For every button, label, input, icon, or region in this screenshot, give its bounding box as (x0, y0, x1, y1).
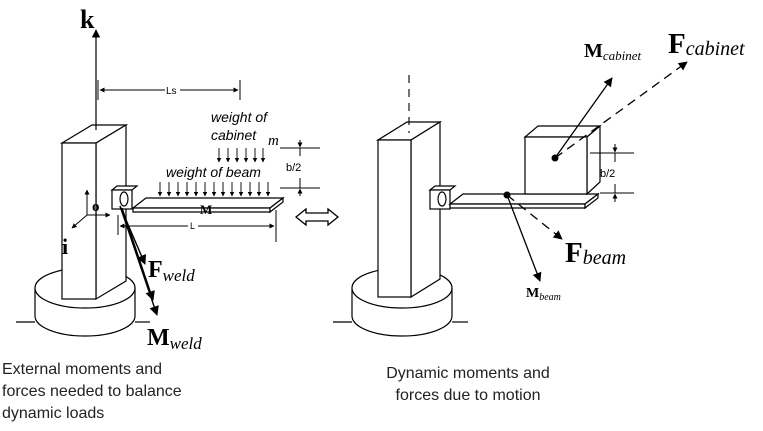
k-axis-label: k (80, 5, 95, 34)
l-label: L (190, 221, 195, 231)
right-caption: Dynamic moments and forces due to motion (386, 365, 550, 404)
beam-mass-M-label: M (200, 202, 212, 217)
f-weld-label: Fweld (148, 257, 195, 285)
f-weld-sub: weld (163, 266, 196, 285)
m-beam-base: M (526, 286, 539, 301)
m-weld-sub: weld (170, 334, 203, 353)
m-weld-base: M (147, 325, 170, 351)
b2-label-left: b/2 (286, 162, 301, 174)
left-caption: External moments and forces needed to ba… (2, 361, 182, 422)
right-weld-block (428, 185, 457, 210)
double-headed-arrow-icon (294, 207, 340, 227)
m-cabinet-label: Mcabinet (584, 40, 642, 63)
weight-of-cabinet-line1: weight of (211, 109, 269, 125)
f-cabinet-base: F (668, 28, 686, 60)
m-cabinet-arrow (554, 77, 613, 159)
weight-of-cabinet-line2: cabinet (211, 127, 257, 143)
f-cabinet-label: Fcabinet (668, 28, 745, 60)
right-robot (333, 120, 602, 337)
m-cabinet-base: M (584, 40, 603, 62)
right-beam (448, 192, 600, 210)
b2-dimension-left (280, 140, 320, 196)
left-robot-column (59, 123, 129, 301)
l-dimension (117, 210, 277, 242)
weight-of-beam-label: weight of beam (166, 164, 261, 180)
f-beam-arrow (506, 194, 563, 240)
f-cabinet-arrow (554, 61, 688, 159)
i-axis-label: i (62, 234, 68, 259)
ls-label: Ls (166, 86, 177, 97)
origin-o-label: o (92, 199, 100, 215)
f-beam-base: F (565, 237, 583, 269)
cabinet-cube (523, 124, 602, 196)
m-beam-sub: beam (539, 292, 561, 303)
m-cabinet-sub: cabinet (603, 48, 642, 63)
f-weld-base: F (148, 257, 163, 283)
m-beam-label: Mbeam (526, 286, 561, 303)
left-weld-block (110, 185, 139, 210)
beam-weight-arrows (157, 182, 271, 197)
right-robot-column (375, 120, 443, 299)
left-robot (16, 123, 285, 337)
local-frame (71, 189, 111, 229)
f-cabinet-sub: cabinet (686, 38, 745, 60)
m-weld-label: Mweld (147, 325, 202, 353)
ls-dimension (97, 80, 241, 100)
b2-dimension-right (590, 144, 634, 202)
mass-m-label: m (268, 133, 279, 149)
cabinet-weight-arrows (216, 148, 266, 163)
f-beam-label: Fbeam (565, 237, 626, 269)
f-beam-sub: beam (583, 247, 626, 269)
left-beam (131, 196, 285, 214)
m-weld-arrow-double (121, 207, 155, 301)
b2-label-right: b/2 (600, 168, 615, 180)
m-beam-arrow (506, 194, 542, 282)
